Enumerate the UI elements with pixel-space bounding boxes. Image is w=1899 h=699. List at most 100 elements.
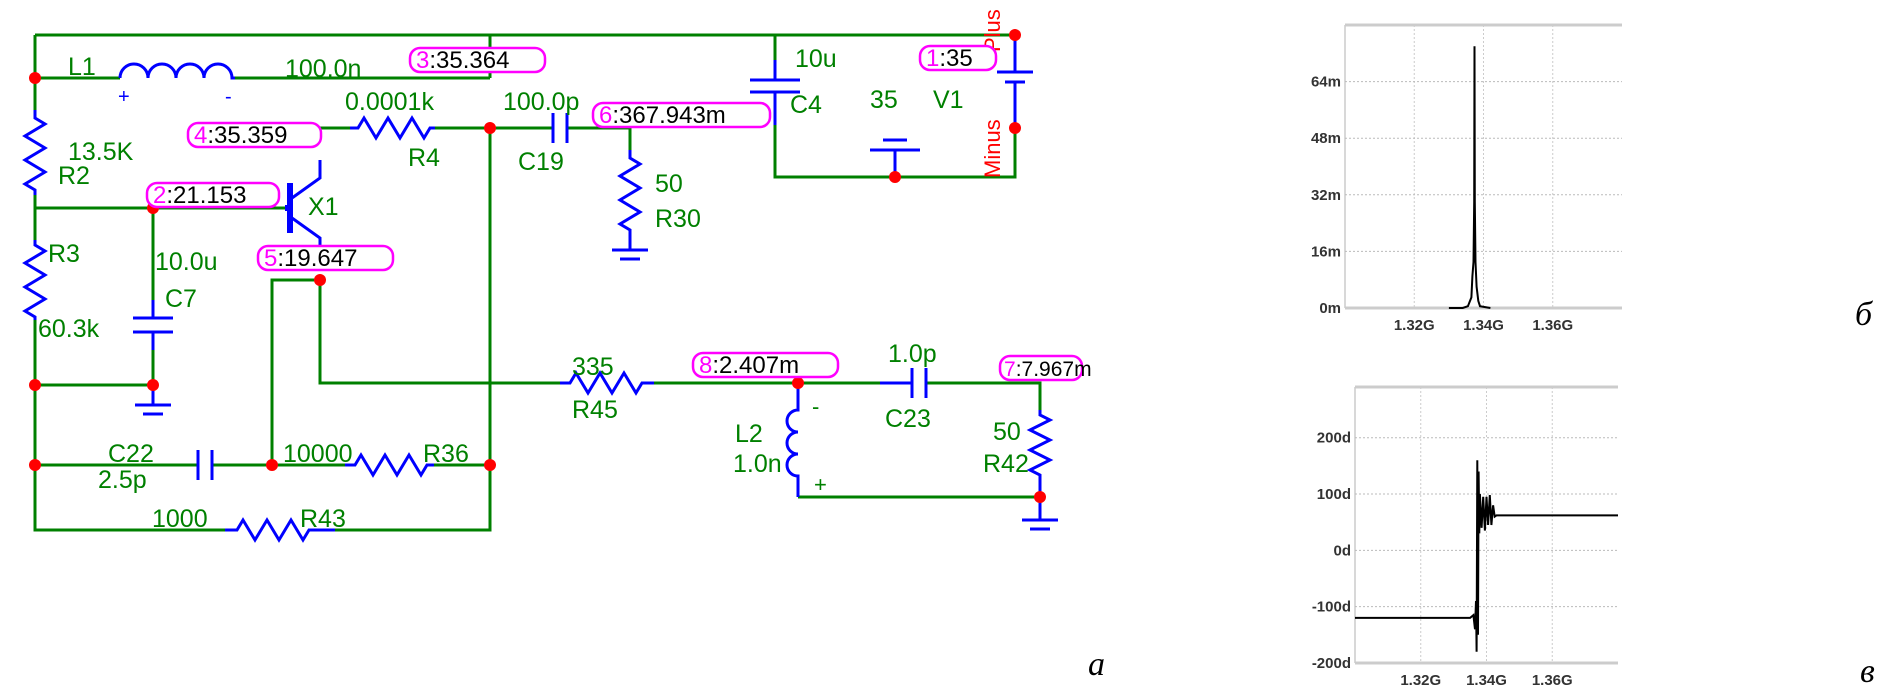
junction	[147, 379, 159, 391]
svg-text:1:35: 1:35	[926, 45, 973, 72]
junction	[314, 274, 326, 286]
label-r42-name: R42	[983, 450, 1029, 478]
capacitor-c19	[551, 113, 569, 143]
label-v1-name: V1	[933, 86, 964, 114]
label-l2-minus: -	[812, 394, 819, 419]
label-r3-value: 60.3k	[38, 315, 100, 343]
label-r30-name: R30	[655, 205, 701, 233]
svg-text:3:35.364: 3:35.364	[416, 47, 509, 74]
resistor-r30	[612, 150, 648, 261]
source-v1	[997, 35, 1033, 128]
label-r42-value: 50	[993, 418, 1021, 446]
node-label-2: 2:21.153	[145, 181, 281, 209]
svg-text:5:19.647: 5:19.647	[264, 245, 357, 272]
svg-text:8:2.407m: 8:2.407m	[699, 352, 799, 379]
node-label-1: 1:35	[918, 44, 998, 72]
node-label-5: 5:19.647	[256, 244, 395, 272]
y-tick-label: 0m	[1319, 300, 1341, 317]
capacitor-c23	[880, 368, 928, 398]
wire	[318, 280, 1042, 410]
data-line	[1355, 460, 1618, 652]
capacitor-c4	[750, 60, 800, 125]
x-tick-label: 1.34G	[1463, 317, 1504, 334]
wire	[35, 278, 490, 467]
label-r3-name: R3	[48, 240, 80, 268]
wire	[490, 126, 1040, 499]
resistor-r2	[22, 110, 48, 195]
label-r2-name: R2	[58, 162, 90, 190]
x-tick-label: 1.36G	[1532, 672, 1573, 689]
y-tick-label: 100d	[1317, 486, 1351, 503]
label-r4-name: R4	[408, 144, 440, 172]
label-r4-value: 0.0001k	[345, 88, 434, 116]
label-c22-name: C22	[108, 440, 154, 468]
panel-label-a: a	[1088, 646, 1105, 683]
junction	[484, 459, 496, 471]
label-c22-value: 2.5p	[98, 466, 147, 494]
resistor-r36	[345, 452, 434, 478]
junction	[792, 377, 804, 389]
resistor-r4	[350, 115, 435, 141]
panel-label: в	[1860, 653, 1875, 690]
label-l1-plus: +	[118, 86, 130, 108]
label-x1-name: X1	[308, 193, 339, 221]
label-l2-value: 1.0n	[733, 450, 782, 478]
label-l1-value: 100.0n	[285, 55, 361, 83]
junction	[1009, 122, 1021, 134]
label-c23-value: 1.0p	[888, 340, 937, 368]
label-c7-value: 10.0u	[155, 248, 218, 276]
panel-label: б	[1855, 296, 1874, 333]
label-r36-name: R36	[423, 440, 469, 468]
label-c23-name: C23	[885, 405, 931, 433]
junction	[484, 122, 496, 134]
x-tick-label: 1.34G	[1466, 672, 1507, 689]
svg-text:6:367.943m: 6:367.943m	[599, 102, 726, 129]
x-tick-label: 1.32G	[1400, 672, 1441, 689]
svg-text:2:21.153: 2:21.153	[153, 182, 246, 209]
label-c19-value: 100.0p	[503, 88, 579, 116]
phase-chart: 1.32G 1.34G 1.36G -200d -100d 0d 100d 200d в	[1312, 385, 1875, 690]
resistor-r42	[1022, 410, 1058, 531]
label-c19-name: C19	[518, 148, 564, 176]
y-tick-label: 0d	[1333, 542, 1351, 559]
label-l1-minus: -	[225, 86, 232, 108]
label-r2-value: 13.5K	[68, 138, 134, 166]
node-label-8: 8:2.407m	[691, 351, 840, 379]
svg-text:7:7.967m: 7:7.967m	[1004, 358, 1092, 381]
x-tick-label: 1.32G	[1394, 317, 1435, 334]
label-v1-minus: Minus	[980, 119, 1005, 178]
node-label-3: 3:35.364	[408, 46, 547, 74]
resistor-r45	[560, 370, 654, 396]
inductor-l2	[785, 383, 800, 497]
schematic: L1 + - 100.0n 13.5K R2 R3 60.3k 10.0u C7…	[22, 9, 1105, 683]
transistor-x1	[285, 183, 293, 233]
capacitor-c7	[133, 300, 173, 350]
label-r36-value: 10000	[283, 440, 353, 468]
label-l2-name: L2	[735, 420, 763, 448]
node-label-4: 4:35.359	[186, 121, 323, 149]
junction	[29, 459, 41, 471]
junction	[29, 72, 41, 84]
node-label-6: 6:367.943m	[591, 101, 772, 129]
junction	[266, 459, 278, 471]
resistor-r3	[22, 240, 48, 320]
label-r43-value: 1000	[152, 505, 208, 533]
data-line	[1448, 46, 1491, 309]
label-dc-value: 35	[870, 86, 898, 114]
svg-text:4:35.359: 4:35.359	[194, 122, 287, 149]
label-c7-name: C7	[165, 285, 197, 313]
y-tick-label: -200d	[1312, 655, 1351, 672]
y-tick-label: -100d	[1312, 599, 1351, 616]
inductor-l1	[118, 62, 235, 80]
junction	[1009, 29, 1021, 41]
y-tick-label: 32m	[1311, 187, 1341, 204]
y-tick-label: 200d	[1317, 430, 1351, 447]
label-r45-value: 335	[572, 353, 614, 381]
resistor-r43	[225, 517, 335, 543]
wire	[35, 206, 285, 387]
junction	[29, 379, 41, 391]
label-c4-value: 10u	[795, 45, 837, 73]
junction	[889, 171, 901, 183]
